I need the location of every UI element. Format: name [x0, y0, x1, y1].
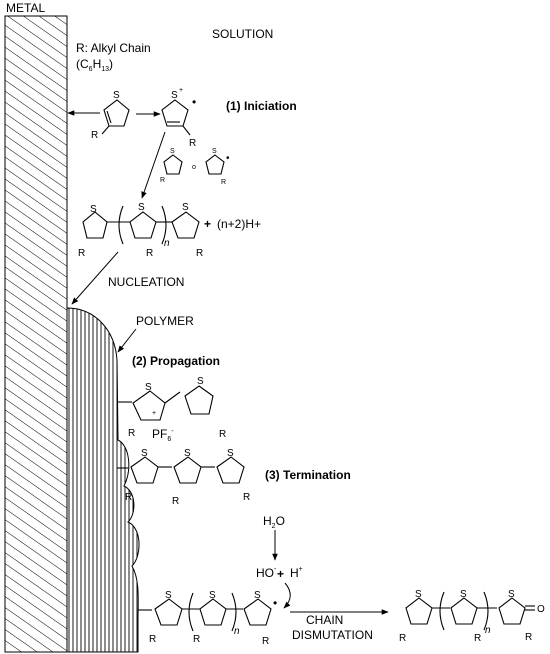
svg-text:S: S	[197, 376, 204, 387]
svg-text:S: S	[113, 90, 120, 101]
plus-sign-2: +	[277, 567, 284, 581]
water-label: H2O	[263, 514, 285, 530]
nucleation-label: NUCLEATION	[108, 275, 184, 289]
svg-text:R: R	[219, 429, 226, 440]
svg-text:R: R	[149, 634, 156, 645]
proton-label: H+	[290, 566, 303, 580]
svg-text:R: R	[193, 634, 200, 645]
svg-text:S: S	[508, 589, 515, 600]
svg-text:S: S	[171, 90, 178, 101]
hplus-count: (n+2)H+	[217, 217, 261, 231]
svg-text:O: O	[537, 604, 545, 615]
svg-text:R: R	[262, 636, 269, 647]
svg-text:R: R	[128, 428, 135, 439]
chain-label: CHAIN	[306, 613, 343, 627]
svg-text:S: S	[415, 589, 422, 600]
pf6-label: PF6-	[152, 427, 174, 443]
svg-text:+: +	[152, 410, 156, 417]
arrow-to-oligomer	[141, 131, 166, 199]
svg-text:S: S	[182, 202, 189, 213]
polymer-radical-chain: S R S R n S • R	[138, 590, 277, 647]
svg-text:n: n	[234, 626, 240, 637]
svg-text:S: S	[90, 204, 97, 215]
step-iniciation: (1) Iniciation	[226, 99, 297, 113]
svg-text:R: R	[243, 492, 250, 503]
svg-text:•: •	[226, 153, 230, 164]
svg-text:R: R	[525, 632, 532, 643]
polymer-label: POLYMER	[136, 314, 194, 328]
svg-text:S: S	[209, 590, 216, 601]
hydroxide-label: HO-	[256, 566, 277, 580]
small-thiophene: S R	[160, 148, 183, 184]
svg-text:S: S	[138, 202, 145, 213]
svg-text:S: S	[170, 148, 175, 155]
svg-text:S: S	[145, 382, 152, 393]
polymer-film	[66, 307, 140, 653]
svg-text:R: R	[160, 177, 165, 184]
terthiophene: S R S R S R	[117, 448, 250, 507]
metal-electrode	[4, 15, 68, 653]
small-radical: S • R	[205, 148, 230, 186]
svg-text:R: R	[189, 138, 196, 149]
r-definition: R: Alkyl Chain	[76, 41, 151, 55]
radical-cation: S + • R	[161, 87, 196, 149]
svg-text:S: S	[227, 448, 234, 459]
dismutation-label: DISMUTATION	[292, 628, 373, 642]
svg-text:R: R	[221, 179, 226, 186]
svg-text:R: R	[91, 130, 98, 141]
svg-text:+: +	[179, 87, 183, 94]
propagation-dimer: S + R S R	[117, 376, 226, 440]
or-label: o	[192, 164, 196, 171]
solution-label: SOLUTION	[212, 27, 273, 41]
svg-text:S: S	[141, 448, 148, 459]
step-termination: (3) Termination	[265, 468, 351, 482]
metal-label: METAL	[6, 1, 45, 15]
svg-text:•: •	[273, 596, 277, 610]
step-propagation: (2) Propagation	[132, 354, 220, 368]
r-formula: (C6H13)	[76, 57, 113, 73]
svg-text:S: S	[254, 590, 261, 601]
svg-text:R: R	[196, 248, 203, 259]
svg-text:R: R	[399, 633, 406, 644]
dismutation-product: S R S R n S O R	[399, 589, 545, 644]
arrow-nucleation	[71, 251, 119, 305]
svg-text:R: R	[78, 248, 85, 259]
svg-text:n: n	[164, 238, 170, 249]
plus-sign-1: +	[204, 217, 211, 231]
arrow-attack	[283, 582, 291, 609]
svg-text:n: n	[485, 625, 491, 636]
oligomer: S R S R n S R	[78, 202, 203, 259]
arrow-polymer	[117, 328, 137, 353]
thiophene-monomer: S R	[91, 90, 130, 141]
svg-text:R: R	[172, 496, 179, 507]
svg-text:R: R	[474, 633, 481, 644]
svg-text:R: R	[146, 248, 153, 259]
svg-text:S: S	[165, 590, 172, 601]
svg-text:S: S	[184, 448, 191, 459]
svg-text:•: •	[192, 95, 196, 109]
svg-text:S: S	[460, 589, 467, 600]
svg-text:R: R	[125, 492, 132, 503]
svg-text:S: S	[212, 148, 217, 155]
